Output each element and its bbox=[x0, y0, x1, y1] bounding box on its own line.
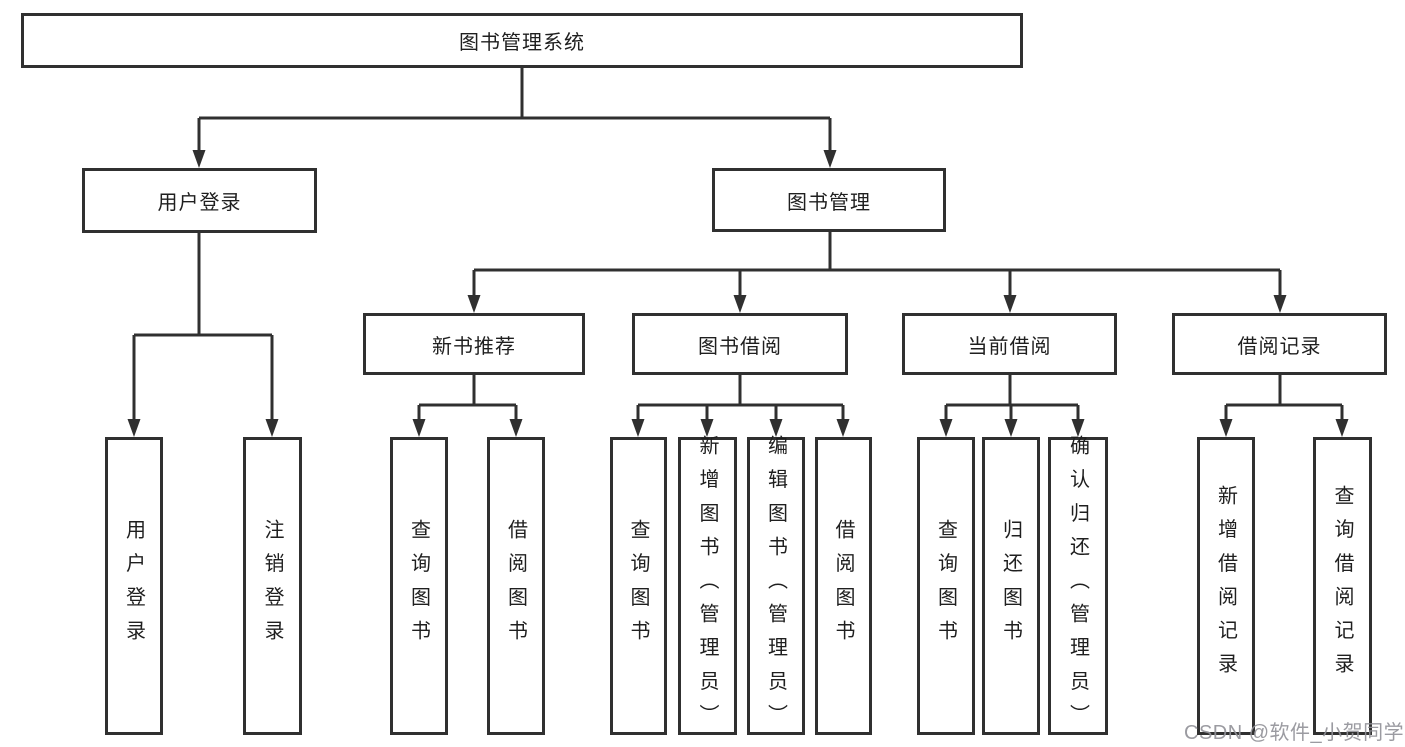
node-book-borrow-label: 图书借阅 bbox=[698, 335, 782, 358]
leaf-query-borrow-record-label: 查询借阅记录 bbox=[1331, 485, 1353, 687]
leaf-add-book-admin: 新增图书（管理员） bbox=[678, 434, 737, 738]
node-user-login: 用户登录 bbox=[82, 168, 317, 233]
node-borrow-record-label: 借阅记录 bbox=[1237, 335, 1322, 358]
leaf-confirm-return-admin: 确认归还（管理员） bbox=[1048, 434, 1108, 738]
leaf-recommend-query-book: 查询图书 bbox=[390, 437, 448, 735]
csdn-watermark: CSDN @软件_小贺同学 bbox=[1184, 722, 1405, 744]
leaf-edit-book-admin: 编辑图书（管理员） bbox=[747, 434, 805, 738]
leaf-user-login: 用户登录 bbox=[105, 437, 163, 735]
leaf-return-book: 归还图书 bbox=[982, 437, 1040, 735]
connector-current bbox=[944, 375, 1080, 423]
connector-record bbox=[1224, 375, 1344, 423]
leaf-borrow-query-book: 查询图书 bbox=[610, 437, 667, 735]
leaf-edit-book-admin-label: 编辑图书（管理员） bbox=[764, 434, 787, 738]
leaf-add-borrow-record-label: 新增借阅记录 bbox=[1214, 485, 1237, 687]
connector-root bbox=[197, 68, 832, 154]
leaf-current-query-book-label: 查询图书 bbox=[934, 518, 957, 654]
node-root-label: 图书管理系统 bbox=[459, 32, 585, 54]
node-borrow-record: 借阅记录 bbox=[1172, 313, 1387, 375]
connector-borrow bbox=[636, 375, 845, 423]
leaf-return-book-label: 归还图书 bbox=[999, 518, 1022, 654]
node-root: 图书管理系统 bbox=[21, 13, 1023, 68]
leaf-recommend-borrow-book-label: 借阅图书 bbox=[504, 518, 527, 654]
connector-new-book bbox=[417, 375, 518, 423]
node-new-book-recommend-label: 新书推荐 bbox=[432, 335, 516, 358]
leaf-logout-label: 注销登录 bbox=[261, 518, 283, 654]
leaf-current-query-book: 查询图书 bbox=[917, 437, 975, 735]
connector-book-management bbox=[472, 232, 1282, 299]
leaf-recommend-query-book-label: 查询图书 bbox=[407, 518, 430, 654]
leaf-confirm-return-admin-label: 确认归还（管理员） bbox=[1066, 434, 1089, 738]
node-book-management: 图书管理 bbox=[712, 168, 946, 232]
node-new-book-recommend: 新书推荐 bbox=[363, 313, 585, 375]
connector-user-login bbox=[132, 233, 274, 423]
node-book-borrow: 图书借阅 bbox=[632, 313, 848, 375]
leaf-user-login-label: 用户登录 bbox=[122, 518, 145, 654]
node-user-login-label: 用户登录 bbox=[157, 192, 242, 214]
leaf-borrow-book: 借阅图书 bbox=[815, 437, 872, 735]
leaf-logout: 注销登录 bbox=[243, 437, 302, 735]
leaf-add-book-admin-label: 新增图书（管理员） bbox=[696, 434, 718, 738]
leaf-query-borrow-record: 查询借阅记录 bbox=[1313, 437, 1372, 735]
leaf-add-borrow-record: 新增借阅记录 bbox=[1197, 437, 1255, 735]
node-book-management-label: 图书管理 bbox=[787, 191, 871, 214]
node-current-borrow: 当前借阅 bbox=[902, 313, 1117, 375]
leaf-borrow-book-label: 借阅图书 bbox=[832, 518, 854, 654]
leaf-borrow-query-book-label: 查询图书 bbox=[627, 518, 649, 654]
leaf-recommend-borrow-book: 借阅图书 bbox=[487, 437, 545, 735]
node-current-borrow-label: 当前借阅 bbox=[967, 335, 1052, 358]
